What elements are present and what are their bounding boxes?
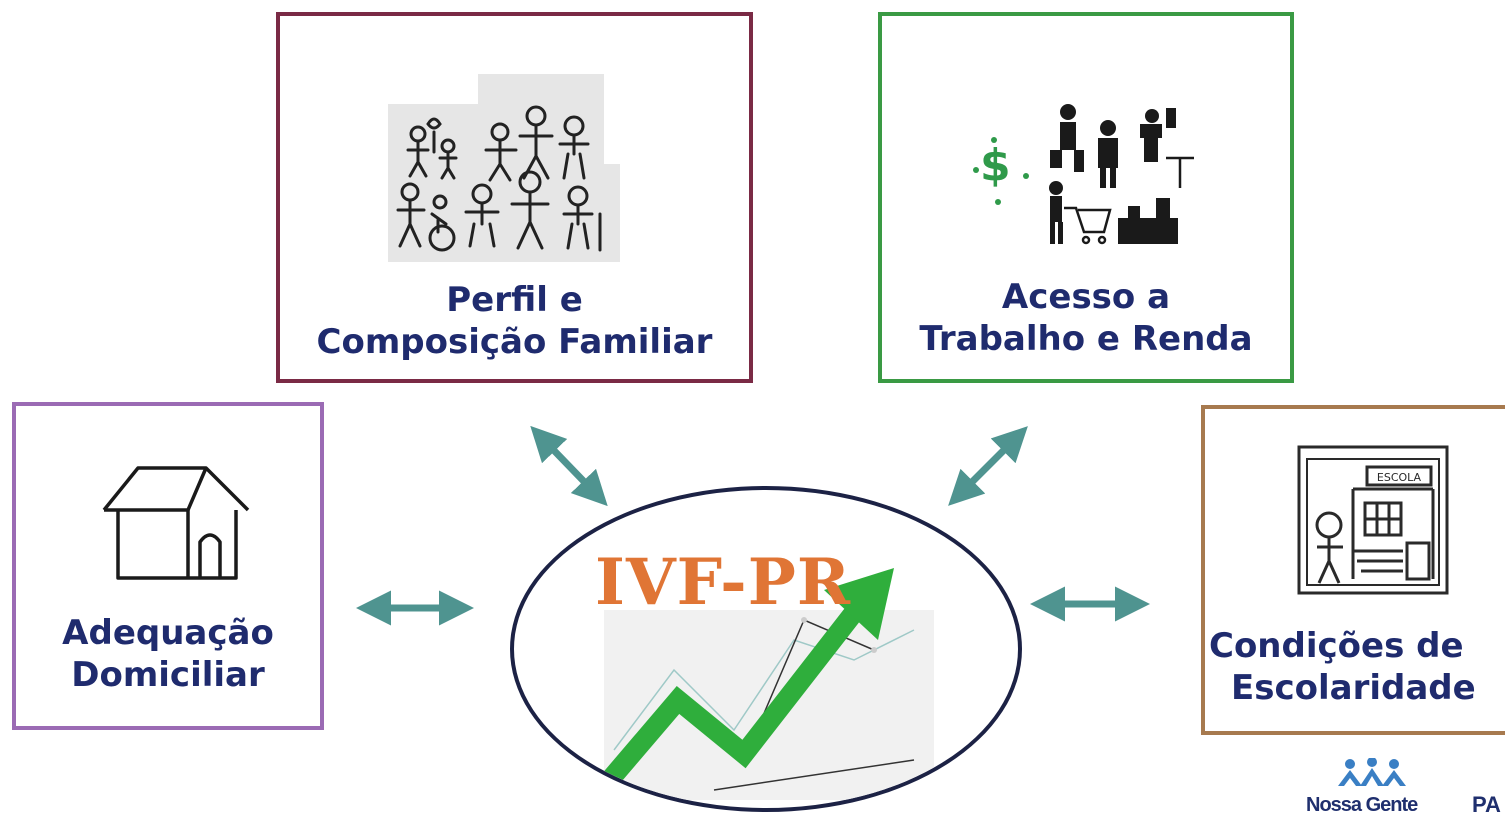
node-perfil-label: Perfil e Composição Familiar bbox=[280, 279, 749, 363]
connector-perfil bbox=[530, 425, 608, 507]
node-condicoes-line1: Condições de bbox=[1209, 626, 1464, 666]
node-acesso-label: Acesso a Trabalho e Renda bbox=[882, 276, 1290, 360]
node-condicoes-escolaridade: ESCOLA Condições de Escolaridade bbox=[1201, 405, 1505, 735]
hub-ivf-pr bbox=[510, 486, 1022, 812]
node-condicoes-label: Condições de Escolaridade bbox=[1199, 625, 1505, 709]
hub-title: IVF-PR bbox=[595, 545, 852, 620]
node-condicoes-line2: Escolaridade bbox=[1231, 668, 1476, 708]
connector-acesso bbox=[948, 426, 1028, 506]
node-perfil-composicao-familiar: Perfil e Composição Familiar bbox=[276, 12, 753, 383]
school-icon: ESCOLA bbox=[1297, 445, 1449, 595]
work-income-icon: $ bbox=[973, 104, 1194, 245]
growth-chart-icon bbox=[600, 568, 934, 800]
house-icon bbox=[102, 466, 250, 580]
svg-text:$: $ bbox=[980, 140, 1011, 191]
logo-partial-text: PA bbox=[1472, 792, 1501, 817]
node-perfil-line1: Perfil e bbox=[446, 280, 583, 320]
family-icon bbox=[388, 74, 620, 262]
node-perfil-line2: Composição Familiar bbox=[316, 322, 713, 362]
node-adequacao-line1: Adequação bbox=[62, 613, 274, 653]
node-adequacao-line2: Domiciliar bbox=[71, 655, 265, 695]
node-adequacao-label: Adequação Domiciliar bbox=[16, 612, 320, 696]
logo-text: Nossa Gente bbox=[1306, 794, 1418, 816]
node-adequacao-domiciliar: Adequação Domiciliar bbox=[12, 402, 324, 730]
node-acesso-line1: Acesso a bbox=[1001, 277, 1171, 317]
people-icon bbox=[1338, 758, 1406, 786]
node-acesso-line2: Trabalho e Renda bbox=[919, 319, 1253, 359]
school-sign-text: ESCOLA bbox=[1377, 471, 1422, 484]
node-acesso-trabalho-renda: $ Acesso a Trabalho e Renda bbox=[878, 12, 1294, 383]
